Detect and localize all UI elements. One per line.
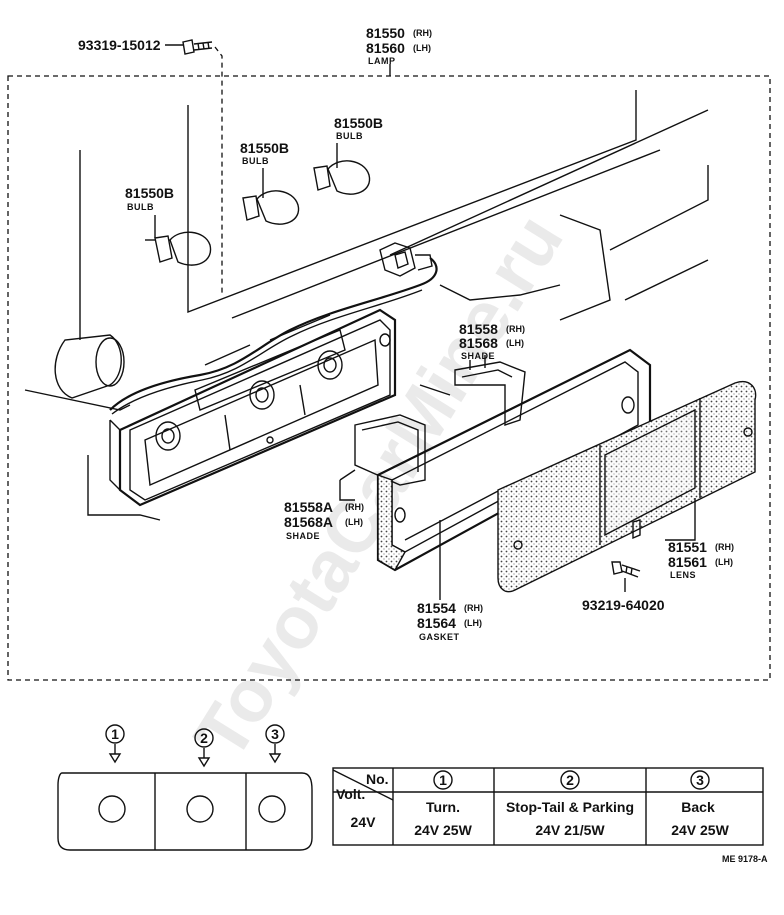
reference-code: ME 9178-A [722, 854, 768, 864]
position-2-number: 2 [200, 730, 208, 746]
shade-upper-tag-rh: (RH) [506, 324, 525, 334]
shade-lower-number-lh: 81568A [284, 514, 333, 530]
position-marker-2: 2 [194, 728, 214, 768]
bulb-2-caption: BULB [242, 156, 269, 166]
shade-lower-caption: SHADE [286, 531, 320, 541]
table-col-3-rating: 24V 25W [671, 822, 729, 838]
table-column-1: 1 Turn. 24V 25W [414, 770, 473, 838]
screw-top-number: 93319-15012 [78, 37, 161, 53]
gasket-number-rh: 81554 [417, 600, 456, 616]
table-col-1-name: Turn. [426, 799, 460, 815]
bulb-3 [313, 143, 371, 195]
screw-bottom [611, 561, 641, 578]
bulb-spec-table: No. Volt. 1 Turn. 24V 25W 2 Stop-Tail & … [332, 767, 764, 846]
side-marker-lamp [54, 334, 125, 399]
shade-lower-number-rh: 81558A [284, 499, 333, 515]
table-col-2-number: 2 [566, 772, 574, 788]
shade-upper-number-lh: 81568 [459, 335, 498, 351]
table-header-no: No. [366, 771, 389, 787]
table-col-2-rating: 24V 21/5W [535, 822, 605, 838]
table-col-1-rating: 24V 25W [414, 822, 472, 838]
label-screw-top: 93319-15012 [78, 37, 161, 53]
bulb-1 [145, 231, 212, 266]
bulb-2 [242, 168, 300, 225]
shade-lower-tag-lh: (LH) [345, 517, 363, 527]
label-lens: 81551 (RH) 81561 (LH) LENS [668, 539, 734, 580]
bulb-1-number: 81550B [125, 185, 174, 201]
table-col-2-name: Stop-Tail & Parking [506, 799, 634, 815]
label-screw-bottom: 93219-64020 [582, 597, 665, 613]
position-1-number: 1 [111, 726, 119, 742]
lens-tag-lh: (LH) [715, 557, 733, 567]
bulb-3-caption: BULB [336, 131, 363, 141]
position-marker-3: 3 [265, 724, 285, 764]
lamp-housing [109, 308, 397, 507]
label-shade-lower: 81558A (RH) 81568A (LH) SHADE [284, 499, 364, 541]
gasket-number-lh: 81564 [417, 615, 456, 631]
lamp-face-diagram: 1 2 3 [57, 724, 313, 851]
lamp-caption: LAMP [368, 56, 396, 66]
lens-part [497, 381, 757, 593]
table-col-1-number: 1 [439, 772, 447, 788]
lamp-tag-lh: (LH) [413, 43, 431, 53]
shade-upper-part [454, 355, 526, 426]
label-gasket: 81554 (RH) 81564 (LH) GASKET [417, 600, 483, 642]
table-voltage-value: 24V [351, 814, 377, 830]
table-column-2: 2 Stop-Tail & Parking 24V 21/5W [506, 770, 634, 838]
label-bulb-3: 81550B BULB [334, 115, 383, 141]
label-bulb-2: 81550B BULB [240, 140, 289, 166]
shade-upper-tag-lh: (LH) [506, 338, 524, 348]
gasket-tag-rh: (RH) [464, 603, 483, 613]
screw-bottom-number: 93219-64020 [582, 597, 665, 613]
position-marker-1: 1 [105, 724, 125, 764]
leader-lines [154, 44, 696, 600]
shade-lower-tag-rh: (RH) [345, 502, 364, 512]
lens-tag-rh: (RH) [715, 542, 734, 552]
shade-lower-part [339, 414, 426, 486]
position-3-number: 3 [271, 726, 279, 742]
lens-number-lh: 81561 [668, 554, 707, 570]
bulb-3-number: 81550B [334, 115, 383, 131]
label-bulb-1: 81550B BULB [125, 185, 174, 212]
table-col-3-name: Back [681, 799, 715, 815]
label-lamp: 81550 (RH) 81560 (LH) LAMP [366, 25, 432, 66]
table-col-3-number: 3 [696, 772, 704, 788]
lamp-tag-rh: (RH) [413, 28, 432, 38]
shade-upper-caption: SHADE [461, 351, 495, 361]
vehicle-body-outline [24, 90, 709, 521]
lamp-number-rh: 81550 [366, 25, 405, 41]
lamp-number-lh: 81560 [366, 40, 405, 56]
table-header-volt: Volt. [336, 786, 365, 802]
lens-caption: LENS [670, 570, 696, 580]
screw-top [182, 39, 213, 55]
bulb-2-number: 81550B [240, 140, 289, 156]
bulb-1-caption: BULB [127, 202, 154, 212]
gasket-caption: GASKET [419, 632, 460, 642]
table-column-3: 3 Back 24V 25W [671, 770, 730, 838]
lens-number-rh: 81551 [668, 539, 707, 555]
label-shade-upper: 81558 (RH) 81568 (LH) SHADE [459, 321, 525, 361]
gasket-tag-lh: (LH) [464, 618, 482, 628]
assembly-boundary [7, 46, 771, 681]
shade-upper-number-rh: 81558 [459, 321, 498, 337]
wire-harness [109, 242, 438, 415]
